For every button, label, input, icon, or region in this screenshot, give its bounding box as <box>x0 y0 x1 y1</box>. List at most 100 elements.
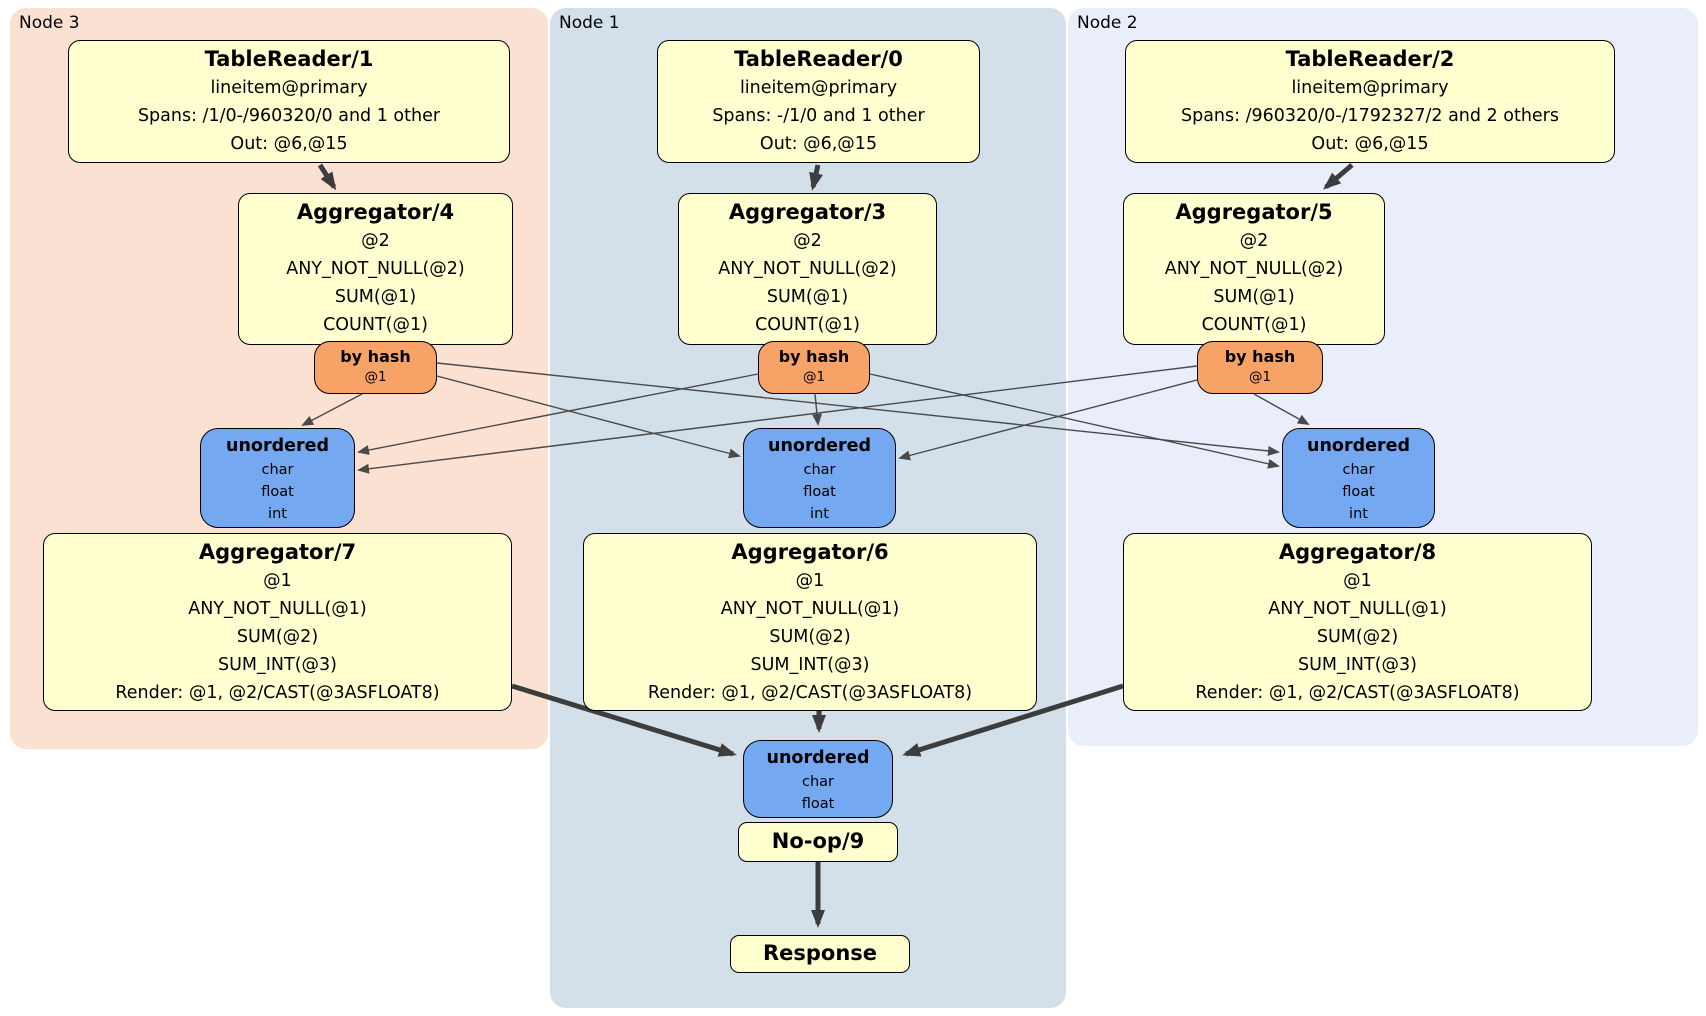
stream-col-type: int <box>810 506 829 522</box>
router-key: @1 <box>364 369 387 385</box>
processor-title: Aggregator/7 <box>198 540 357 564</box>
by-hash-router-mid: by hash @1 <box>758 341 870 394</box>
edge-agg8-to-stream-bottom <box>902 683 1124 757</box>
stream-title: unordered <box>1307 436 1410 456</box>
agg-fn-line: COUNT(@1) <box>1201 315 1307 335</box>
edge-hashR-to-streamR <box>1253 393 1310 425</box>
processor-title: Aggregator/4 <box>296 200 455 224</box>
router-key: @1 <box>802 369 826 385</box>
edge-agg7-to-stream-bottom <box>511 683 737 757</box>
router-title: by hash <box>778 347 850 366</box>
stream-col-type: float <box>1342 484 1375 500</box>
index-line: lineitem@primary <box>1291 78 1449 98</box>
group-line: @1 <box>1343 571 1372 591</box>
spans-line: Spans: /1/0-/960320/0 and 1 other <box>137 106 441 126</box>
stream-col-type: int <box>1349 506 1368 522</box>
response-box: Response <box>730 935 910 973</box>
agg-fn-line: ANY_NOT_NULL(@2) <box>1164 259 1344 279</box>
edge-tr1-to-agg4 <box>317 163 337 191</box>
edge-hashL-to-streamL <box>301 393 363 426</box>
agg-fn-line: SUM_INT(@3) <box>218 655 337 675</box>
edge-tr0-to-agg3 <box>809 164 823 191</box>
node3-label: Node 3 <box>19 13 80 33</box>
aggregator-3-box: Aggregator/3 @2 ANY_NOT_NULL(@2) SUM(@1)… <box>678 193 937 345</box>
processor-title: TableReader/2 <box>1285 47 1455 71</box>
stream-col-type: float <box>803 484 836 500</box>
tablereader-2-box: TableReader/2 lineitem@primary Spans: /9… <box>1125 40 1615 163</box>
edge-hashR-to-streamM <box>898 379 1198 461</box>
stream-col-type: float <box>261 484 294 500</box>
node2-label: Node 2 <box>1077 13 1138 33</box>
stream-col-type: char <box>1342 462 1375 478</box>
agg-fn-line: SUM_INT(@3) <box>1298 655 1417 675</box>
processor-title: Aggregator/6 <box>731 540 889 564</box>
stream-title: unordered <box>226 436 329 456</box>
spans-line: Spans: /960320/0-/1792327/2 and 2 others <box>1180 106 1559 126</box>
aggregator-6-box: Aggregator/6 @1 ANY_NOT_NULL(@1) SUM(@2)… <box>583 533 1037 711</box>
stream-col-type: float <box>801 796 835 812</box>
index-line: lineitem@primary <box>739 78 898 98</box>
agg-fn-line: SUM(@1) <box>766 287 849 307</box>
processor-title: Aggregator/3 <box>728 200 887 224</box>
aggregator-5-box: Aggregator/5 @2 ANY_NOT_NULL(@2) SUM(@1)… <box>1123 193 1385 345</box>
processor-title: TableReader/1 <box>204 47 374 71</box>
edge-tr2-to-agg5 <box>1322 163 1354 190</box>
group-line: @2 <box>793 231 822 251</box>
render-line: Render: @1, @2/CAST(@3ASFLOAT8) <box>115 683 440 703</box>
index-line: lineitem@primary <box>210 78 368 98</box>
agg-fn-line: ANY_NOT_NULL(@1) <box>188 599 367 619</box>
tablereader-1-box: TableReader/1 lineitem@primary Spans: /1… <box>68 40 510 163</box>
edge-hashL-to-streamM <box>436 375 741 459</box>
noop-9-box: No-op/9 <box>738 822 898 862</box>
out-line: Out: @6,@15 <box>1311 134 1429 154</box>
by-hash-router-right: by hash @1 <box>1197 341 1323 394</box>
agg-fn-line: ANY_NOT_NULL(@1) <box>720 599 900 619</box>
stream-col-type: char <box>801 774 834 790</box>
group-line: @2 <box>1239 231 1269 251</box>
unordered-stream-mid: unordered char float int <box>743 428 896 528</box>
group-line: @1 <box>795 571 825 591</box>
stream-title: unordered <box>768 436 871 456</box>
node1-label: Node 1 <box>559 13 620 33</box>
agg-fn-line: SUM(@2) <box>1316 627 1399 647</box>
by-hash-router-left: by hash @1 <box>314 341 437 394</box>
render-line: Render: @1, @2/CAST(@3ASFLOAT8) <box>1195 683 1520 703</box>
router-title: by hash <box>340 347 411 366</box>
agg-fn-line: SUM(@1) <box>334 287 417 307</box>
aggregator-8-box: Aggregator/8 @1 ANY_NOT_NULL(@1) SUM(@2)… <box>1123 533 1592 711</box>
group-line: @2 <box>361 231 390 251</box>
edge-hashM-to-streamM <box>812 393 822 426</box>
stream-col-type: char <box>261 462 294 478</box>
unordered-stream-right: unordered char float int <box>1282 428 1435 528</box>
stream-title: unordered <box>766 748 870 768</box>
agg-fn-line: COUNT(@1) <box>755 315 860 335</box>
router-title: by hash <box>1224 347 1296 366</box>
agg-fn-line: COUNT(@1) <box>323 315 428 335</box>
router-key: @1 <box>1248 369 1272 385</box>
stream-col-type: char <box>803 462 836 478</box>
tablereader-0-box: TableReader/0 lineitem@primary Spans: -/… <box>657 40 980 163</box>
agg-fn-line: SUM(@2) <box>236 627 319 647</box>
group-line: @1 <box>263 571 292 591</box>
agg-fn-line: SUM(@1) <box>1213 287 1295 307</box>
edge-hashM-to-streamR <box>869 373 1280 469</box>
render-line: Render: @1, @2/CAST(@3ASFLOAT8) <box>647 683 973 703</box>
agg-fn-line: ANY_NOT_NULL(@1) <box>1268 599 1447 619</box>
edge-hashR-to-streamL <box>357 365 1198 474</box>
spans-line: Spans: -/1/0 and 1 other <box>712 106 925 126</box>
processor-title: Aggregator/5 <box>1175 200 1333 224</box>
agg-fn-line: ANY_NOT_NULL(@2) <box>286 259 465 279</box>
agg-fn-line: SUM(@2) <box>769 627 851 647</box>
out-line: Out: @6,@15 <box>759 134 878 154</box>
edge-hashM-to-streamL <box>357 373 759 455</box>
unordered-stream-final: unordered char float <box>743 740 893 818</box>
out-line: Out: @6,@15 <box>230 134 348 154</box>
unordered-stream-left: unordered char float int <box>200 428 355 528</box>
agg-fn-line: ANY_NOT_NULL(@2) <box>718 259 897 279</box>
processor-title: TableReader/0 <box>734 47 903 71</box>
aggregator-4-box: Aggregator/4 @2 ANY_NOT_NULL(@2) SUM(@1)… <box>238 193 513 345</box>
processor-title: Aggregator/8 <box>1278 540 1437 564</box>
aggregator-7-box: Aggregator/7 @1 ANY_NOT_NULL(@1) SUM(@2)… <box>43 533 512 711</box>
